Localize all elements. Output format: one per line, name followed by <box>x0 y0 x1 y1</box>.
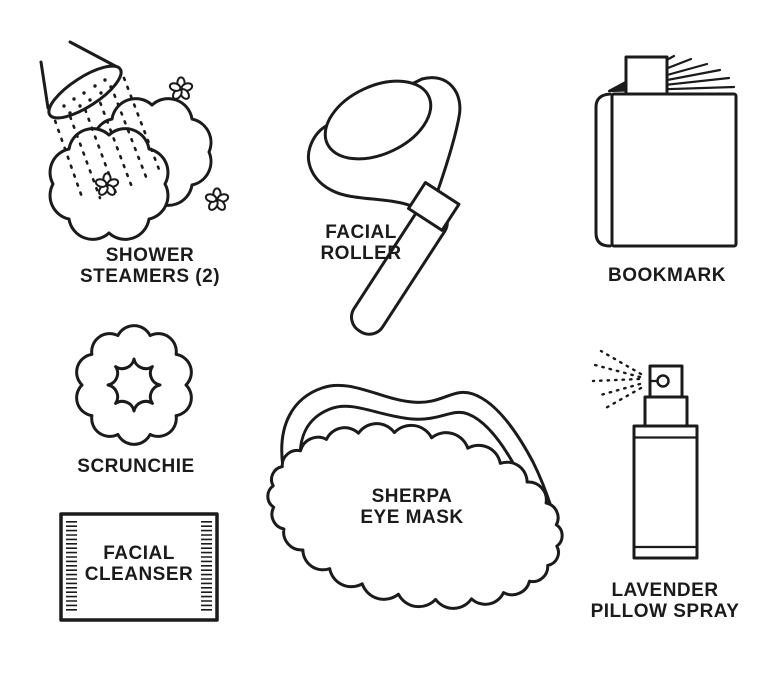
sherpa-eye-mask-label: SHERPA EYE MASK <box>360 486 464 528</box>
shower-steamers-label: SHOWER STEAMERS (2) <box>79 245 221 287</box>
shower-head-holes <box>62 78 113 115</box>
book-cover <box>610 92 738 248</box>
shower-steamers-illustration <box>39 40 231 241</box>
sherpa-eye-mask-illustration <box>266 383 564 610</box>
spray-collar <box>643 395 689 428</box>
flower-icon <box>167 76 195 102</box>
scrunchie-inner-ring <box>106 357 162 413</box>
spray-orifice <box>656 374 670 388</box>
lavender-pillow-spray-illustration <box>591 349 699 560</box>
sachet-body <box>59 512 219 622</box>
facial-cleanser-illustration <box>59 512 219 622</box>
scrunchie-label: SCRUNCHIE <box>77 456 195 477</box>
mask-body <box>266 422 564 610</box>
facial-cleanser-label: FACIAL CLEANSER <box>84 543 194 585</box>
spray-mist-dots <box>591 349 643 411</box>
flower-icon <box>203 187 231 213</box>
roller-joint <box>407 181 461 232</box>
shower-arm <box>39 40 121 110</box>
spray-bottle-body <box>632 424 699 560</box>
book-spine <box>594 92 612 248</box>
roller-stone <box>323 79 433 161</box>
facial-roller-illustration <box>307 76 462 336</box>
lavender-pillow-spray-label: LAVENDER PILLOW SPRAY <box>590 580 740 622</box>
bookmark-tab <box>624 55 669 96</box>
water-dots <box>50 76 162 202</box>
facial-roller-label: FACIAL ROLLER <box>320 222 402 264</box>
scrunchie-illustration <box>75 324 193 446</box>
bookmark-illustration <box>594 54 738 248</box>
bookmark-label: BOOKMARK <box>608 265 726 286</box>
